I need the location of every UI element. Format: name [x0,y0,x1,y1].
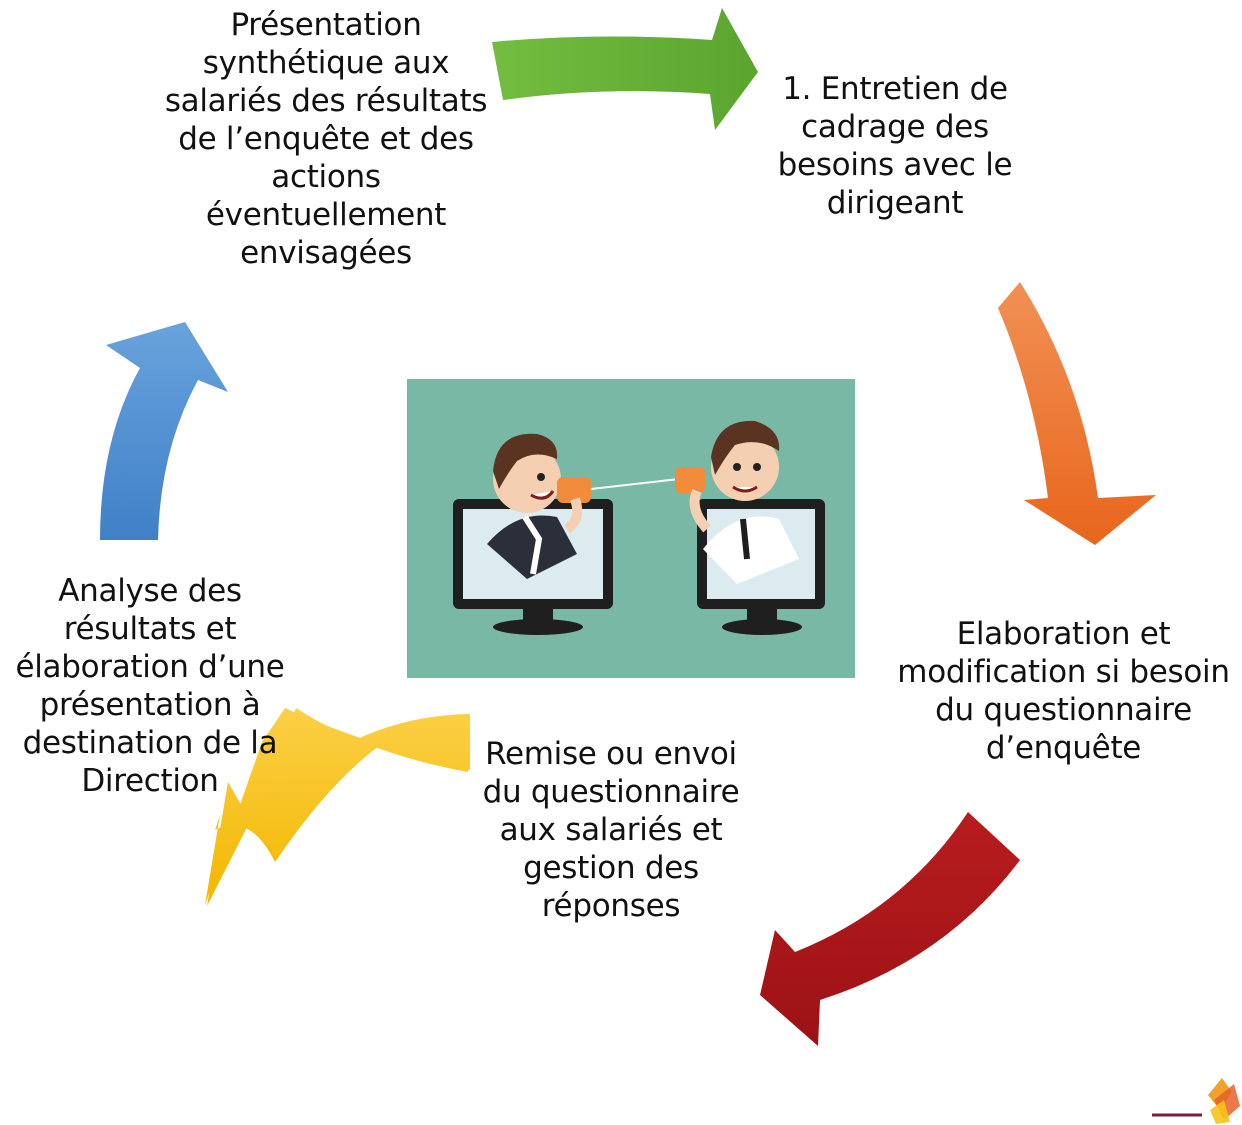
tin-can-string [590,478,680,490]
arrow-yellow-final [207,708,470,906]
left-businessman-icon [487,433,591,579]
company-logo-icon [1152,1078,1240,1124]
step-elaboration-questionnaire: Elaboration et modification si besoin du… [897,616,1230,766]
step-remise-questionnaire: Remise ou envoi du questionnaire aux sal… [482,736,740,924]
arrow-blue [100,322,228,540]
two-businessmen-tin-can-phone-illustration [407,379,855,678]
step-presentation-salaries: Présentation synthétique aux salariés de… [164,7,488,271]
arrow-red [760,812,1020,1046]
arrow-orange [998,282,1156,545]
step-entretien-cadrage: 1. Entretien de cadrage des besoins avec… [777,71,1013,221]
right-businessman-icon [675,420,799,584]
arrow-green [492,8,758,130]
arrow-yellow [205,708,470,905]
step-analyse-resultats: Analyse des résultats et élaboration d’u… [15,573,285,799]
